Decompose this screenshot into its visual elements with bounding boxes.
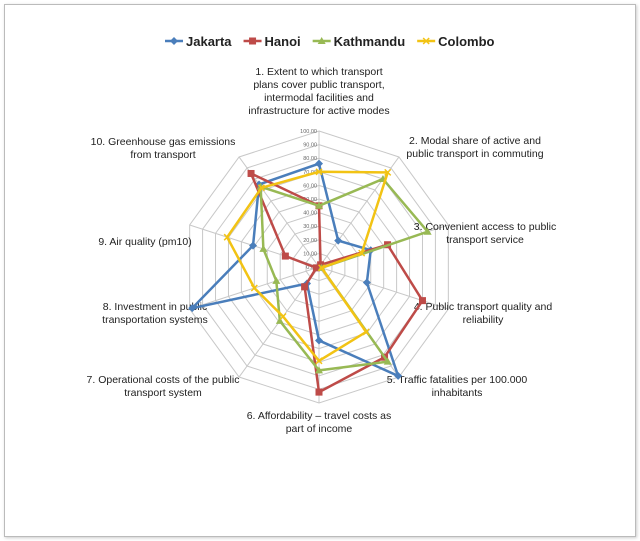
data-point-colombo [318,264,326,272]
data-point-kathmandu [315,366,323,374]
legend-label-colombo: Colombo [438,34,494,49]
data-point-hanoi [247,169,255,177]
legend-marker-colombo [422,37,430,45]
data-point-kathmandu [272,276,281,284]
data-point-hanoi [317,261,325,269]
data-point-jakarta [362,278,371,287]
data-point-jakarta [394,371,403,380]
data-point-jakarta [315,336,323,345]
data-point-colombo [250,284,258,292]
data-point-jakarta [249,241,258,250]
legend-marker-hanoi [249,37,257,45]
data-point-hanoi [281,252,289,260]
tick-label: 50.00 [303,197,317,203]
data-point-colombo [223,233,231,241]
tick-label: 40.00 [303,211,317,217]
data-point-colombo [315,357,323,365]
tick-label: 100.00 [300,129,317,135]
legend-marker-kathmandu [317,37,326,44]
data-point-hanoi [301,283,309,291]
legend-marker-jakarta [170,37,178,45]
tick-label: 20.00 [303,238,317,244]
data-point-hanoi [312,264,320,272]
tick-label: 10.00 [303,251,317,257]
tick-label: 70.00 [303,170,317,176]
data-point-jakarta [315,159,323,168]
data-point-kathmandu [315,201,323,209]
legend-label-hanoi: Hanoi [265,34,301,49]
radar-chart: 0.00 10.00 20.00 30.00 40.00 50.00 60.00 70.00 8… [87,34,557,435]
data-point-hanoi [418,297,426,305]
data-point-colombo [384,168,392,176]
chart-frame: 0.00 10.00 20.00 30.00 40.00 50.00 60.00 70.00 8… [4,4,636,537]
data-point-kathmandu [259,244,268,252]
data-point-colombo [315,168,323,176]
data-point-jakarta [334,236,343,245]
axis-line [318,266,449,310]
legend-label-jakarta: Jakarta [186,34,232,49]
data-point-colombo [358,249,366,257]
data-point-colombo [362,328,370,336]
tick-label: 0.00 [306,265,317,271]
tick-label: 60.00 [303,183,317,189]
data-point-colombo [279,312,287,321]
axis-label: 9. Air quality (pm10) [98,236,191,248]
tick-label: 30.00 [303,224,317,230]
legend-label-kathmandu: Kathmandu [334,34,406,49]
data-point-hanoi [315,388,323,396]
tick-label: 80.00 [303,156,317,162]
data-point-jakarta [188,304,197,313]
data-point-kathmandu [275,316,284,324]
data-point-colombo [257,184,265,192]
data-point-kathmandu [423,227,432,235]
tick-label: 90.00 [303,143,317,149]
data-point-kathmandu [383,357,392,365]
